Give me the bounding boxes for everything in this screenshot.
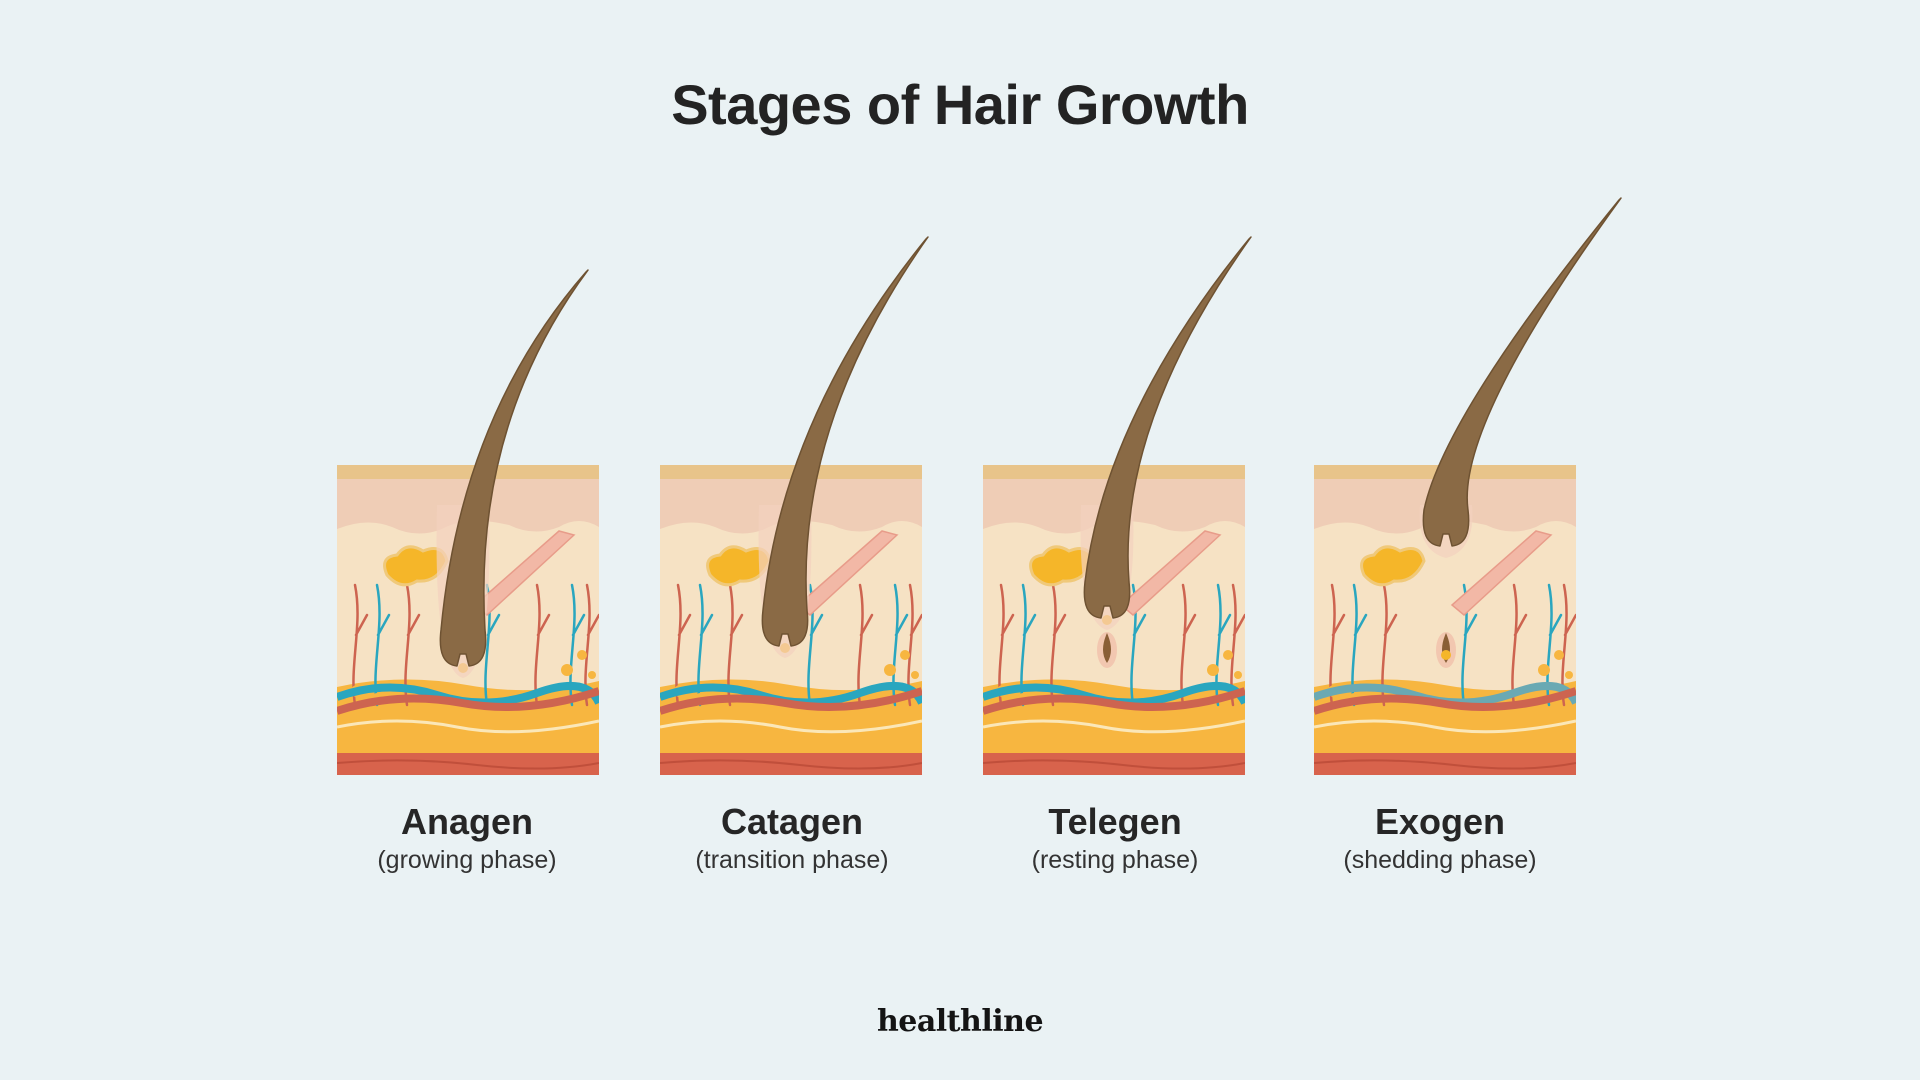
stage-label-telegen: Telegen (resting phase) (950, 800, 1280, 876)
artery (660, 687, 922, 715)
stage-illustration-catagen (660, 236, 929, 775)
stage-illustration-exogen (1314, 197, 1622, 775)
artery (983, 687, 1245, 715)
hair-strand-icon (439, 269, 589, 667)
stage-name: Telegen (1048, 801, 1182, 842)
artery (1314, 687, 1576, 715)
stage-illustration-telegen (983, 236, 1252, 775)
stage-label-exogen: Exogen (shedding phase) (1275, 800, 1605, 876)
stage-name: Anagen (400, 801, 533, 842)
hair-strand-icon (1083, 236, 1252, 619)
stage-label-catagen: Catagen (transition phase) (627, 800, 957, 876)
stage-phase: (transition phase) (695, 846, 889, 874)
artery (337, 687, 599, 715)
healthline-logo: healthline (876, 1004, 1044, 1039)
hair-strand-icon (1422, 197, 1622, 547)
hair-strand-icon (761, 236, 929, 647)
stage-name: Exogen (1374, 801, 1506, 842)
stage-phase: (resting phase) (1031, 846, 1199, 874)
capillary (892, 583, 909, 707)
stage-name: Catagen (720, 801, 864, 842)
stage-phase: (shedding phase) (1343, 846, 1537, 874)
arrector-pili-muscle (1450, 530, 1553, 616)
capillary (1546, 583, 1563, 707)
page-title: Stages of Hair Growth (671, 73, 1249, 136)
capillary (569, 583, 586, 707)
stage-phase: (growing phase) (377, 846, 557, 874)
capillary (1215, 583, 1232, 707)
stage-illustration-anagen (337, 269, 599, 775)
epidermis-layer (337, 465, 599, 479)
stage-label-anagen: Anagen (growing phase) (302, 800, 632, 876)
epidermis-layer (660, 465, 922, 479)
sebaceous-gland-icon (1360, 545, 1426, 587)
